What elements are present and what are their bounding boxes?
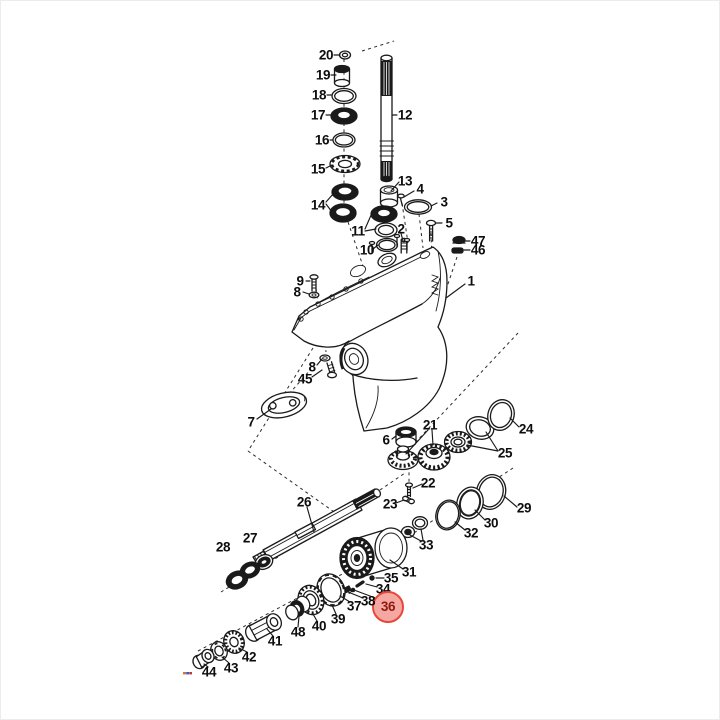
part-47-fitting <box>452 235 466 245</box>
part-label-17[interactable]: 17 <box>310 107 326 123</box>
part-label-1[interactable]: 1 <box>467 273 475 289</box>
watermark-mark <box>183 672 192 675</box>
part-label-37[interactable]: 37 <box>346 598 362 614</box>
part-4-screw <box>397 193 405 207</box>
part-8a-washer <box>308 291 320 299</box>
part-label-16[interactable]: 16 <box>314 132 330 148</box>
part-46-plug <box>451 247 464 254</box>
part-label-12[interactable]: 12 <box>397 107 413 123</box>
part-label-39[interactable]: 39 <box>330 611 346 627</box>
part-label-38[interactable]: 38 <box>360 593 376 609</box>
part-11-bearing-and-race <box>370 205 398 238</box>
part-label-36-highlighted[interactable]: 36 <box>372 591 404 623</box>
part-label-32[interactable]: 32 <box>463 525 479 541</box>
part-label-45[interactable]: 45 <box>297 371 313 387</box>
part-label-41[interactable]: 41 <box>267 633 283 649</box>
part-label-13[interactable]: 13 <box>397 173 413 189</box>
part-label-19[interactable]: 19 <box>315 67 331 83</box>
part-7-trim-tab-anode <box>260 391 308 419</box>
part-3-oring <box>403 199 433 215</box>
part-label-15[interactable]: 15 <box>310 161 326 177</box>
part-5-bolt <box>425 219 437 242</box>
part-44-nut <box>192 648 215 670</box>
part-18-oring <box>331 87 357 105</box>
part-12-driveshaft <box>379 54 394 183</box>
part-label-40[interactable]: 40 <box>311 618 327 634</box>
leader-lines <box>203 54 520 668</box>
part-label-46[interactable]: 46 <box>470 242 486 258</box>
part-10-oring <box>375 237 399 253</box>
part-label-25[interactable]: 25 <box>497 445 513 461</box>
part-label-35[interactable]: 35 <box>383 570 399 586</box>
part-26-propeller-shaft <box>252 488 382 565</box>
part-label-48[interactable]: 48 <box>290 624 306 640</box>
part-20-nut <box>338 50 352 60</box>
part-1-gearcase-housing <box>291 233 448 432</box>
part-label-8b[interactable]: 8 <box>308 359 316 375</box>
part-label-47[interactable]: 47 <box>470 233 486 249</box>
part-label-30[interactable]: 30 <box>483 515 499 531</box>
part-33-washer-and-ring <box>400 516 429 539</box>
part-label-10[interactable]: 10 <box>359 242 375 258</box>
part-label-29[interactable]: 29 <box>516 500 532 516</box>
part-15-washer <box>329 154 361 174</box>
part-13-sleeve <box>379 185 399 208</box>
part-19-bushing <box>333 64 351 88</box>
part-16-oring <box>332 132 356 148</box>
part-label-33[interactable]: 33 <box>418 537 434 553</box>
part-label-26[interactable]: 26 <box>296 494 312 510</box>
part-label-3[interactable]: 3 <box>440 194 448 210</box>
part-6-grommet <box>395 426 417 448</box>
part-9-bolt <box>309 274 319 292</box>
part-31-bearing-carrier <box>339 527 408 580</box>
part-label-42[interactable]: 42 <box>241 649 257 665</box>
part-label-31[interactable]: 31 <box>401 564 417 580</box>
part-28-seals <box>225 561 261 590</box>
part-label-8a[interactable]: 8 <box>293 284 301 300</box>
part-label-23[interactable]: 23 <box>382 496 398 512</box>
part-label-27[interactable]: 27 <box>242 530 258 546</box>
part-label-28[interactable]: 28 <box>215 539 231 555</box>
part-label-22[interactable]: 22 <box>420 475 436 491</box>
part-label-21[interactable]: 21 <box>422 417 438 433</box>
part-48-thrust-bearing <box>285 595 311 621</box>
part-45-bolt <box>326 361 338 379</box>
part-22-screw <box>404 482 414 498</box>
part-8b-washer <box>319 354 331 362</box>
part-21-bearing <box>387 445 419 471</box>
part-43-keyed-washer <box>210 641 228 661</box>
part-32-retaining-ring <box>435 499 461 531</box>
part-label-11[interactable]: 11 <box>351 223 365 239</box>
part-label-18[interactable]: 18 <box>311 87 327 103</box>
part-label-20[interactable]: 20 <box>318 47 334 63</box>
part-21-forward-gear <box>417 443 451 471</box>
part-35-ball <box>369 575 375 581</box>
part-17-seal <box>330 107 358 125</box>
part-label-2[interactable]: 2 <box>397 221 405 237</box>
part-label-44[interactable]: 44 <box>201 664 217 680</box>
part-25-bearing-races <box>443 416 495 454</box>
part-label-43[interactable]: 43 <box>223 660 239 676</box>
part-label-24[interactable]: 24 <box>518 421 534 437</box>
part-label-9[interactable]: 9 <box>296 273 304 289</box>
part-24-oring <box>487 399 515 431</box>
part-label-5[interactable]: 5 <box>445 215 453 231</box>
part-label-4[interactable]: 4 <box>416 181 424 197</box>
part-41-clutch-sleeve <box>244 613 283 642</box>
part-label-7[interactable]: 7 <box>247 414 255 430</box>
part-label-14[interactable]: 14 <box>310 197 326 213</box>
part-label-6[interactable]: 6 <box>382 432 390 448</box>
part-34-pin <box>355 580 365 588</box>
part-14-seals <box>329 183 359 223</box>
